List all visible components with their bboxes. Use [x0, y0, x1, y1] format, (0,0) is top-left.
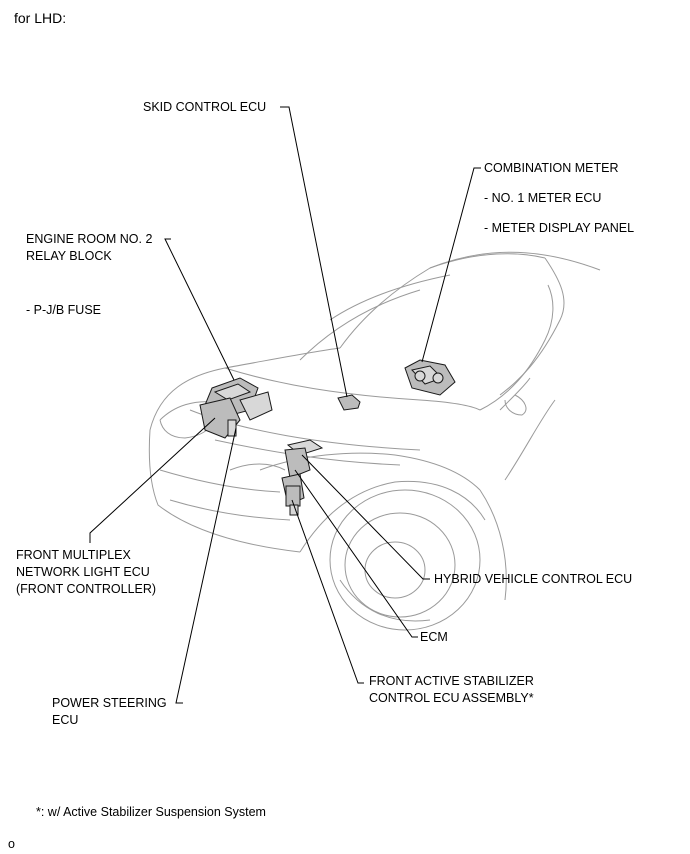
label-front-multiplex-line3: (FRONT CONTROLLER)	[16, 582, 157, 596]
variant-heading: for LHD:	[14, 10, 67, 26]
label-hybrid-vehicle-control-ecu: HYBRID VEHICLE CONTROL ECU	[434, 572, 633, 586]
label-engine-room-line1: ENGINE ROOM NO. 2	[26, 232, 153, 246]
label-engine-room-relay-block: ENGINE ROOM NO. 2 RELAY BLOCK	[26, 231, 152, 265]
leader-lines	[89, 106, 481, 704]
label-combination-meter: COMBINATION METER	[484, 161, 619, 175]
label-front-multiplex-line1: FRONT MULTIPLEX	[16, 548, 131, 562]
label-ecm: ECM	[420, 630, 448, 644]
label-skid-control-ecu: SKID CONTROL ECU	[143, 100, 267, 114]
label-front-multiplex-network-light-ecu: FRONT MULTIPLEX NETWORK LIGHT ECU (FRONT…	[16, 547, 156, 598]
label-front-active-stabilizer-ecu: FRONT ACTIVE STABILIZER CONTROL ECU ASSE…	[369, 673, 534, 707]
skid-control-ecu-component	[337, 394, 361, 411]
label-front-active-stabilizer-line2: CONTROL ECU ASSEMBLY*	[369, 691, 534, 705]
label-front-multiplex-line2: NETWORK LIGHT ECU	[16, 565, 150, 579]
label-front-active-stabilizer-line1: FRONT ACTIVE STABILIZER	[369, 674, 534, 688]
figure-code: o	[8, 837, 15, 851]
vehicle-body-outline	[148, 251, 601, 631]
label-no1-meter-ecu: - NO. 1 METER ECU	[484, 191, 602, 205]
label-pjb-fuse: - P-J/B FUSE	[26, 303, 102, 317]
combination-meter-component	[404, 359, 456, 396]
label-power-steering-ecu: POWER STEERING ECU	[52, 695, 167, 729]
label-meter-display-panel: - METER DISPLAY PANEL	[484, 221, 635, 235]
footnote: *: w/ Active Stabilizer Suspension Syste…	[36, 805, 266, 819]
ecm-and-hybrid-ecu-component	[281, 439, 324, 516]
label-power-steering-line2: ECU	[52, 713, 79, 727]
label-power-steering-line1: POWER STEERING	[52, 696, 167, 710]
engine-room-relay-block-component	[199, 377, 273, 439]
label-engine-room-line2: RELAY BLOCK	[26, 249, 112, 263]
